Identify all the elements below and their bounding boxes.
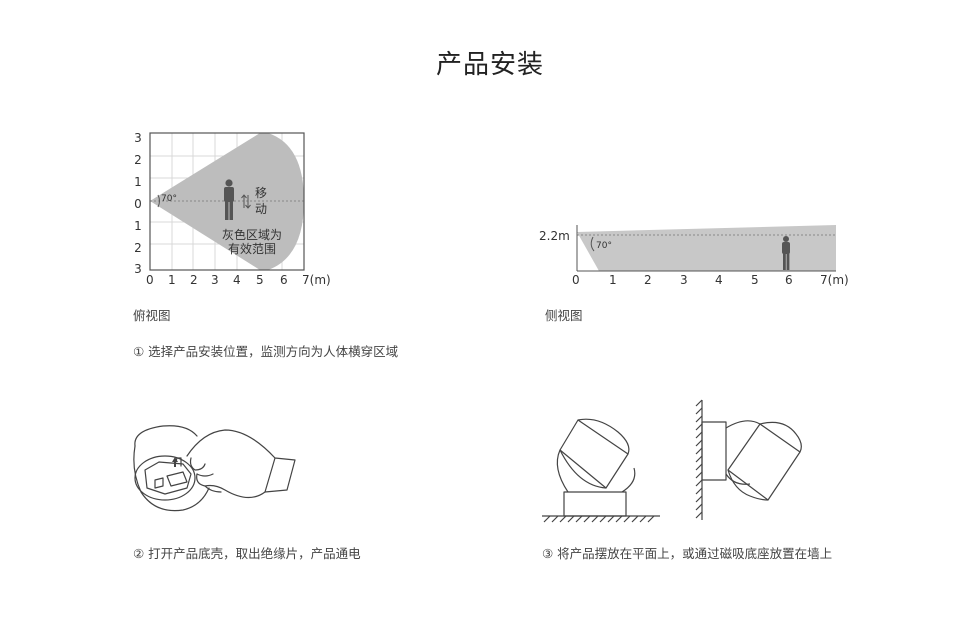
placement-illustration — [542, 399, 802, 523]
page-title: 产品安装 — [435, 50, 544, 80]
height-label: 2.2m — [539, 229, 570, 243]
y-tick: 1 — [134, 174, 142, 189]
side-view-diagram — [576, 225, 836, 272]
open-shell-illustration — [133, 425, 296, 512]
step-3-text: ③ 将产品摆放在平面上，或通过磁吸底座放置在墙上 — [542, 546, 833, 561]
side-detection-area — [577, 225, 836, 271]
x-tick: 6 — [785, 273, 793, 287]
x-tick: 2 — [644, 273, 652, 287]
x-tick: 3 — [680, 273, 688, 287]
area-label: 灰色区域为 有效范围 — [221, 228, 282, 256]
x-tick-with-unit: 7(m) — [302, 273, 331, 287]
y-tick: 2 — [134, 240, 142, 255]
person-icon — [224, 179, 234, 220]
angle-arc — [157, 194, 160, 208]
x-tick: 0 — [572, 273, 580, 287]
y-tick: 1 — [134, 218, 142, 233]
x-tick: 5 — [256, 273, 264, 287]
top-view-caption: 俯视图 — [133, 308, 171, 323]
x-tick-with-unit: 7(m) — [820, 273, 849, 287]
person-icon — [782, 236, 790, 270]
top-view-y-axis: 3 2 1 0 1 2 3 — [131, 128, 145, 281]
movement-arrows-icon — [241, 194, 251, 209]
side-angle-arc — [590, 236, 595, 252]
step-1-text: ① 选择产品安装位置，监测方向为人体横穿区域 — [133, 344, 399, 359]
x-tick: 3 — [211, 273, 219, 287]
top-view-angle-label: 70° — [161, 194, 177, 204]
side-view-angle-label: 70° — [596, 241, 612, 251]
side-view-caption: 侧视图 — [545, 308, 583, 323]
arrow-up-icon — [172, 457, 178, 467]
x-tick: 5 — [751, 273, 759, 287]
y-tick: 2 — [134, 152, 142, 167]
x-tick: 1 — [168, 273, 176, 287]
y-tick: 0 — [134, 196, 142, 211]
x-tick: 1 — [609, 273, 617, 287]
step-2-text: ② 打开产品底壳，取出绝缘片，产品通电 — [133, 546, 361, 561]
top-view-frame — [149, 132, 305, 271]
x-tick: 4 — [715, 273, 723, 287]
y-tick: 3 — [134, 262, 142, 277]
y-tick: 3 — [134, 131, 142, 145]
x-tick: 4 — [233, 273, 241, 287]
x-tick: 2 — [190, 273, 198, 287]
top-view-diagram — [149, 132, 305, 271]
x-tick: 0 — [146, 273, 154, 287]
x-tick: 6 — [280, 273, 288, 287]
move-label: 移 动 — [255, 186, 268, 216]
